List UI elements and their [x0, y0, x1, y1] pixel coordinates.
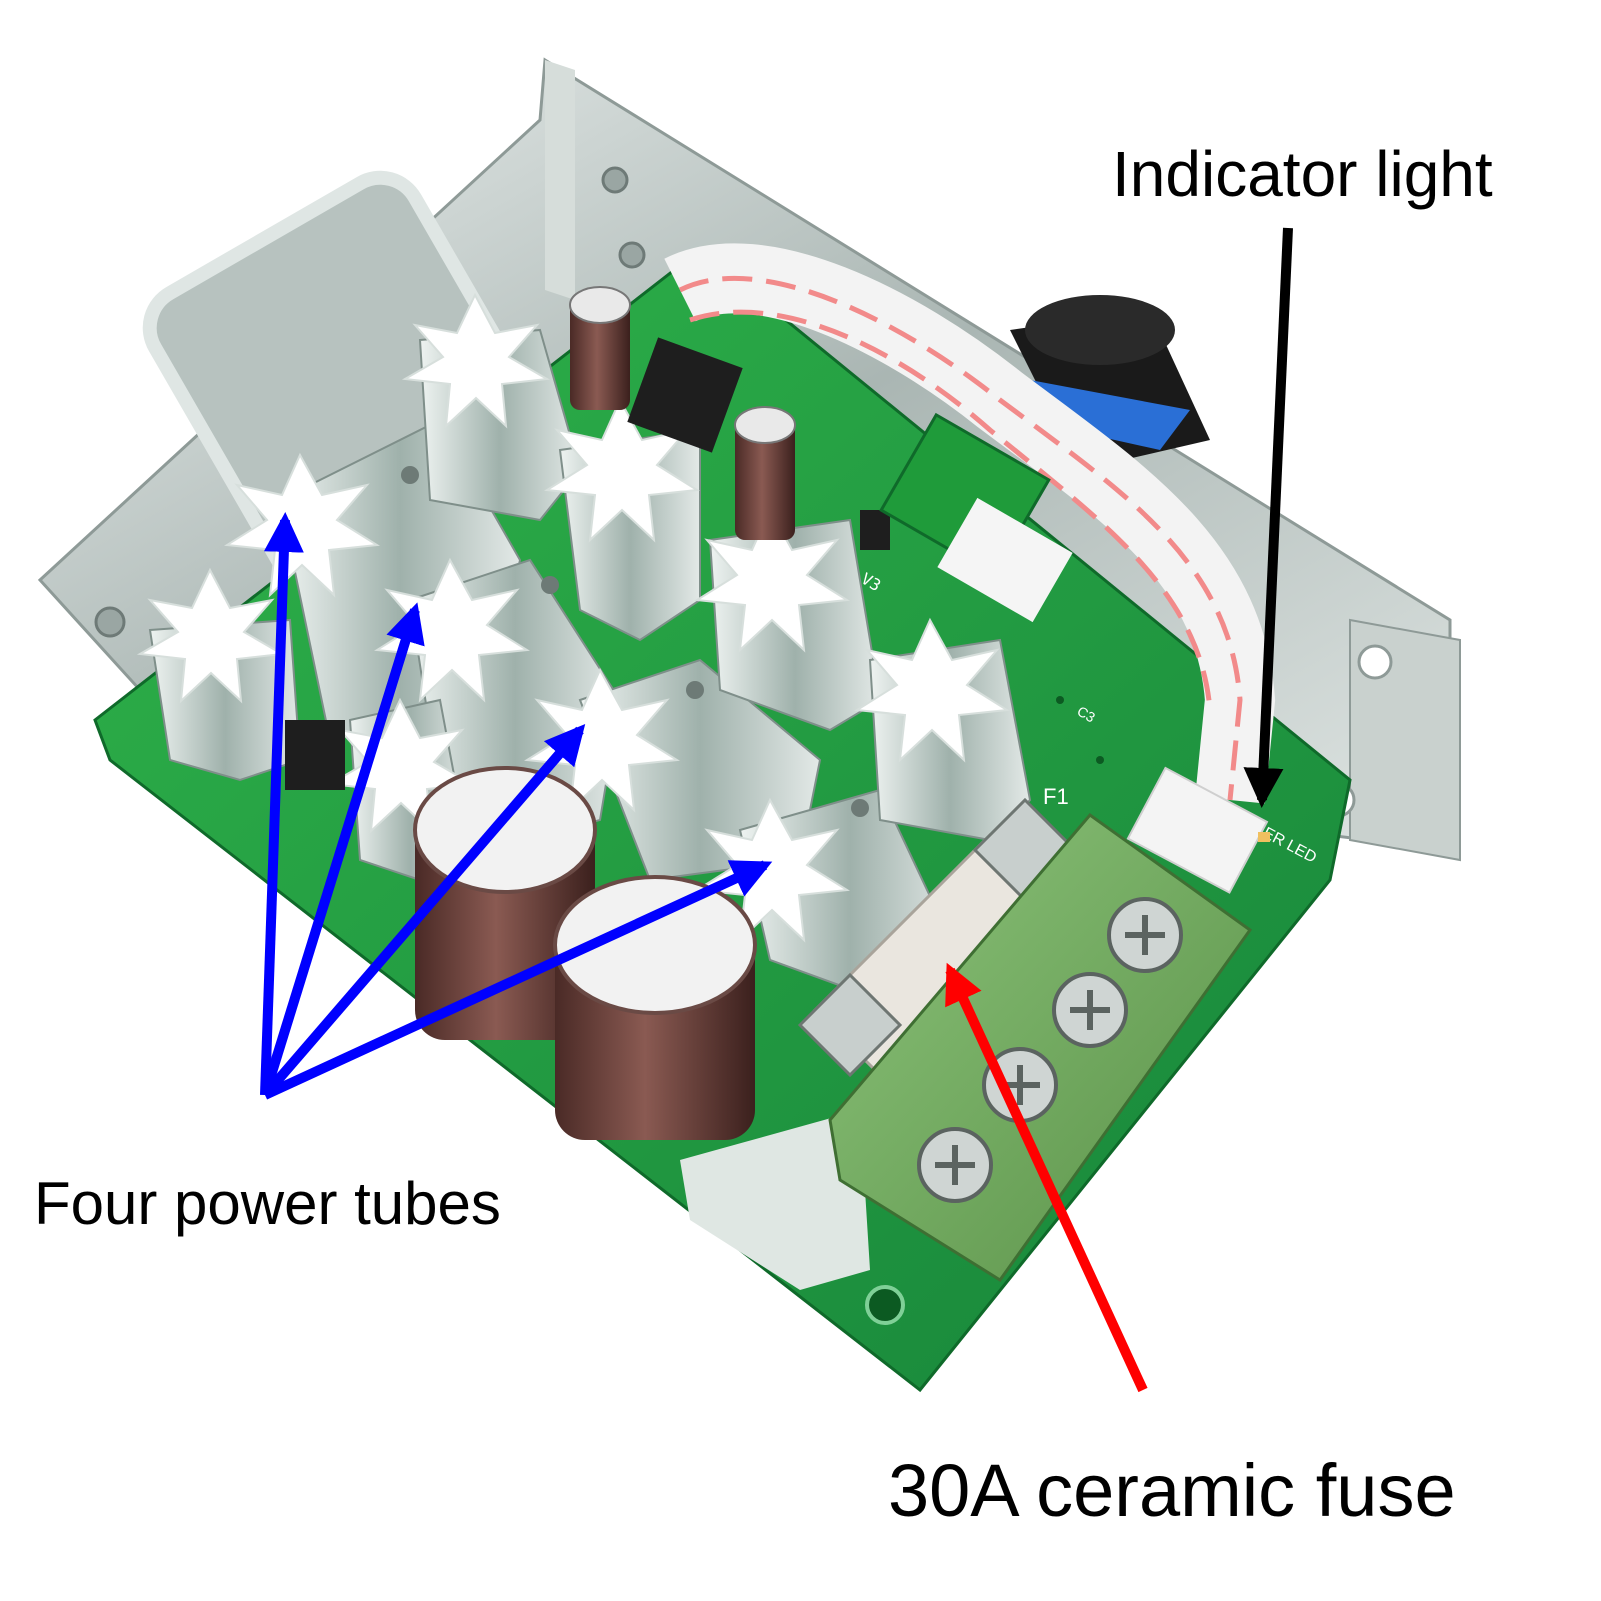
- arrow-power-tube-4: [262, 860, 773, 1100]
- heatsink-icon: [136, 292, 1032, 1002]
- capacitor-icon: [569, 286, 796, 540]
- power-tube-arrows: [260, 512, 773, 1100]
- power-tubes-label: Four power tubes: [34, 1170, 501, 1237]
- silkscreen-cap: C3: [1075, 703, 1099, 726]
- regulator-icon: [285, 337, 890, 790]
- terminal-block: [828, 812, 1253, 1283]
- arrow-indicator-light: [1243, 227, 1293, 808]
- indicator-led-icon: [1258, 832, 1270, 842]
- arrow-power-tube-2: [260, 602, 425, 1097]
- arrow-fuse: [945, 962, 1148, 1393]
- arrow-power-tube-1: [260, 512, 304, 1096]
- silkscreen-fuse: F1: [1043, 784, 1069, 809]
- arrow-power-tube-3: [261, 723, 586, 1099]
- indicator-light-label: Indicator light: [1112, 138, 1493, 210]
- large-capacitor-icon: [413, 766, 757, 1140]
- ribbon-cable-icon: [664, 243, 1276, 894]
- fuse-label: 30A ceramic fuse: [888, 1449, 1456, 1532]
